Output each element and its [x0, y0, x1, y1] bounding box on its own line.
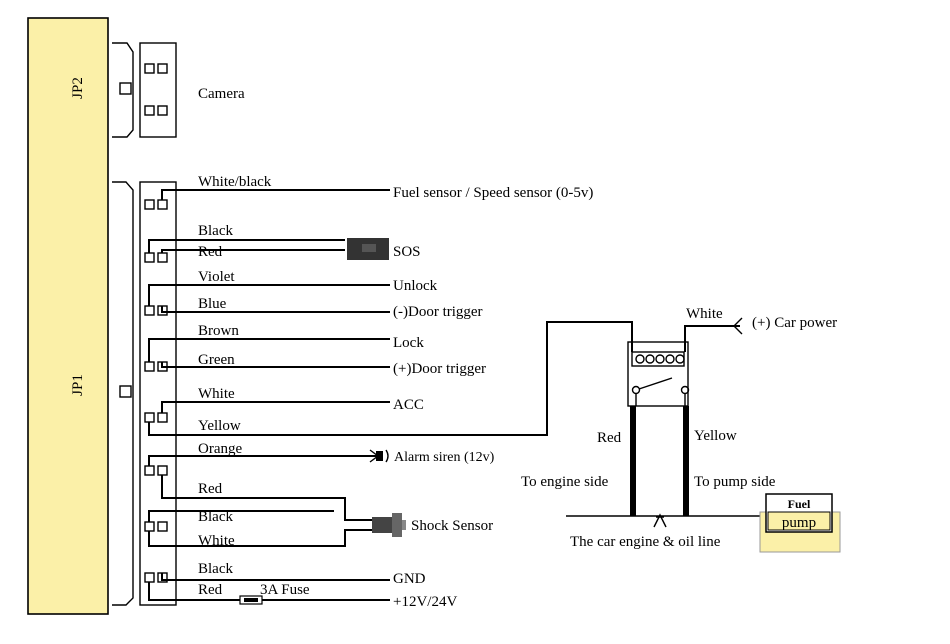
jp2-label: JP2 [70, 77, 86, 99]
label-door-trigger-pos: (+)Door trigger [393, 361, 486, 377]
jp1-pins [144, 199, 168, 583]
label-relay-red: Red [597, 430, 622, 446]
label-black-sos: Black [198, 223, 233, 239]
label-gnd: GND [393, 571, 426, 587]
wires [148, 189, 633, 601]
label-black-shock: Black [198, 509, 233, 525]
label-power: +12V/24V [393, 594, 457, 610]
label-blue: Blue [198, 296, 227, 312]
jp1-connector [112, 181, 177, 606]
label-orange: Orange [198, 441, 242, 457]
label-acc: ACC [393, 397, 424, 413]
label-pump-side: To pump side [694, 474, 776, 490]
label-pump: pump [782, 515, 816, 531]
label-red-sos: Red [198, 244, 223, 260]
label-red-shock: Red [198, 481, 223, 497]
label-car-power: (+) Car power [752, 315, 837, 331]
label-shock-sensor: Shock Sensor [411, 518, 493, 534]
label-relay-white: White [686, 306, 723, 322]
siren-icon [360, 449, 389, 463]
label-brown: Brown [198, 323, 239, 339]
board [27, 17, 109, 615]
fuse-icon [239, 595, 263, 605]
label-green: Green [198, 352, 235, 368]
label-sos: SOS [393, 244, 421, 260]
jp1-label: JP1 [70, 374, 86, 396]
label-fuel: Fuel [788, 497, 811, 511]
label-white-acc: White [198, 386, 235, 402]
shock-sensor-icon [372, 513, 406, 537]
label-lock: Lock [393, 335, 424, 351]
label-white-shock: White [198, 533, 235, 549]
label-black-gnd: Black [198, 561, 233, 577]
label-oil-line: The car engine & oil line [570, 534, 721, 550]
label-white-black: White/black [198, 174, 272, 190]
label-red-power: Red [198, 582, 223, 598]
label-fuel-sensor: Fuel sensor / Speed sensor (0-5v) [393, 185, 593, 201]
label-fuse: 3A Fuse [260, 582, 310, 598]
label-unlock: Unlock [393, 278, 438, 294]
label-violet: Violet [198, 269, 235, 285]
camera-label: Camera [198, 86, 245, 102]
relay [627, 341, 690, 407]
cut-icon [653, 513, 667, 528]
jp2-connector [112, 42, 177, 138]
fuel-pump: Fuel pump [759, 493, 841, 553]
label-alarm-siren: Alarm siren (12v) [394, 450, 495, 465]
label-relay-yellow: Yellow [694, 428, 737, 444]
label-yellow: Yellow [198, 418, 241, 434]
label-door-trigger-neg: (-)Door trigger [393, 304, 483, 320]
label-engine-side: To engine side [521, 474, 609, 490]
